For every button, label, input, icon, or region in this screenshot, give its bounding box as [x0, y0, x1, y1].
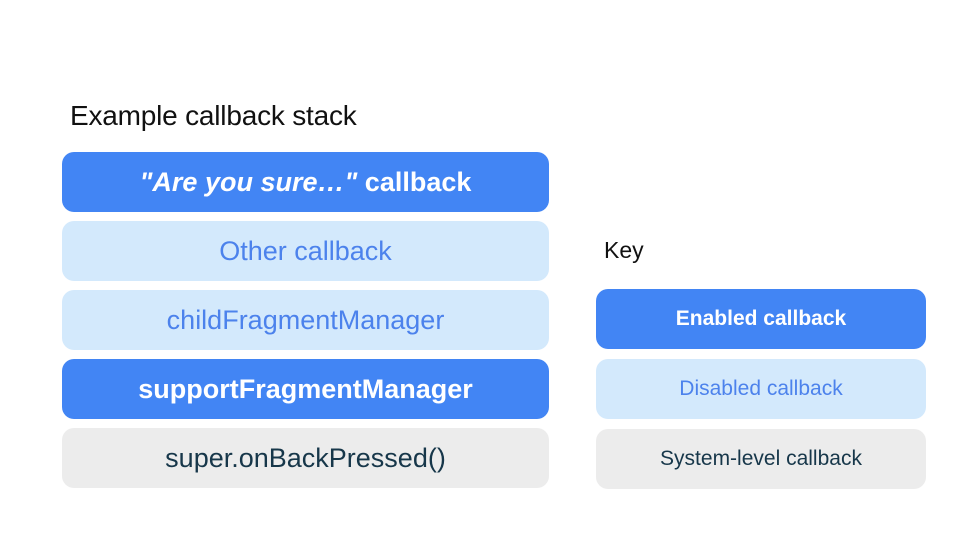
stack-bar-label: supportFragmentManager	[138, 373, 473, 404]
stack-bar-label: Other callback	[219, 235, 392, 266]
stack-bar-label: "Are you sure…" callback	[140, 167, 472, 198]
key-item-label: Disabled callback	[679, 377, 843, 400]
key-item-label: Enabled callback	[675, 307, 847, 330]
stack-bar-label-quoted-part: "Are you sure…"	[139, 166, 358, 197]
key-legend: Enabled callback Disabled callback Syste…	[596, 289, 926, 499]
stack-bar-other-callback: Other callback	[62, 221, 549, 281]
key-item-system-level-callback: System-level callback	[596, 429, 926, 489]
stack-bar-label-rest-part: callback	[357, 166, 472, 197]
stack-bar-super-on-back-pressed: super.onBackPressed()	[62, 428, 549, 488]
stack-bar-label: childFragmentManager	[166, 304, 445, 335]
stack-bar-support-fragment-manager: supportFragmentManager	[62, 359, 549, 419]
key-item-label: System-level callback	[660, 447, 862, 470]
key-item-enabled-callback: Enabled callback	[596, 289, 926, 349]
diagram-title: Example callback stack	[70, 100, 357, 131]
key-item-disabled-callback: Disabled callback	[596, 359, 926, 419]
stack-bar-are-you-sure-callback: "Are you sure…" callback	[62, 152, 549, 212]
callback-stack: "Are you sure…" callback Other callback …	[62, 152, 549, 497]
key-heading: Key	[604, 237, 644, 263]
stack-bar-child-fragment-manager: childFragmentManager	[62, 290, 549, 350]
stack-bar-label: super.onBackPressed()	[165, 442, 446, 473]
